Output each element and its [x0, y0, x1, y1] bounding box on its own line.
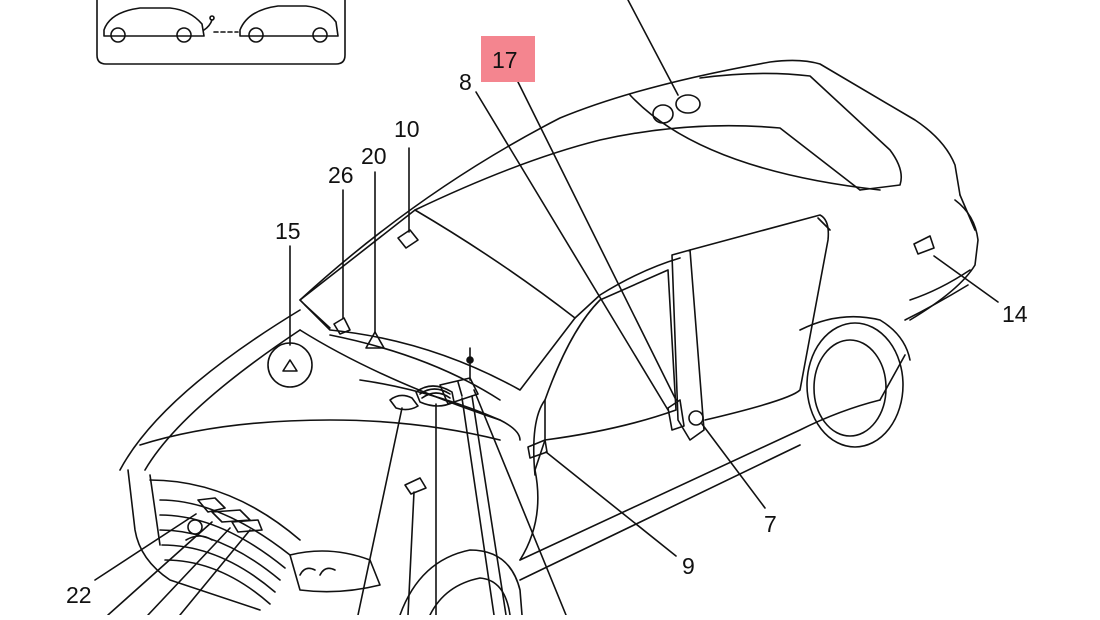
callout-8[interactable]: 8 [459, 69, 472, 95]
callout-10[interactable]: 10 [394, 116, 420, 142]
inset-car-right [239, 5, 339, 43]
callout-labels: 17 8 10 20 26 15 14 7 9 22 [66, 47, 1028, 608]
callout-26[interactable]: 26 [328, 162, 354, 188]
callout-14[interactable]: 14 [1002, 301, 1028, 327]
callout-17[interactable]: 17 [492, 47, 518, 73]
callout-9[interactable]: 9 [682, 553, 695, 579]
inset-car-left [103, 7, 215, 43]
callout-22[interactable]: 22 [66, 582, 92, 608]
inset-diagram [96, 0, 346, 65]
callout-7[interactable]: 7 [764, 511, 777, 537]
leader-lines [94, 0, 999, 616]
callout-20[interactable]: 20 [361, 143, 387, 169]
car-body [119, 59, 979, 616]
highlight-box [481, 36, 535, 82]
callout-15[interactable]: 15 [275, 218, 301, 244]
